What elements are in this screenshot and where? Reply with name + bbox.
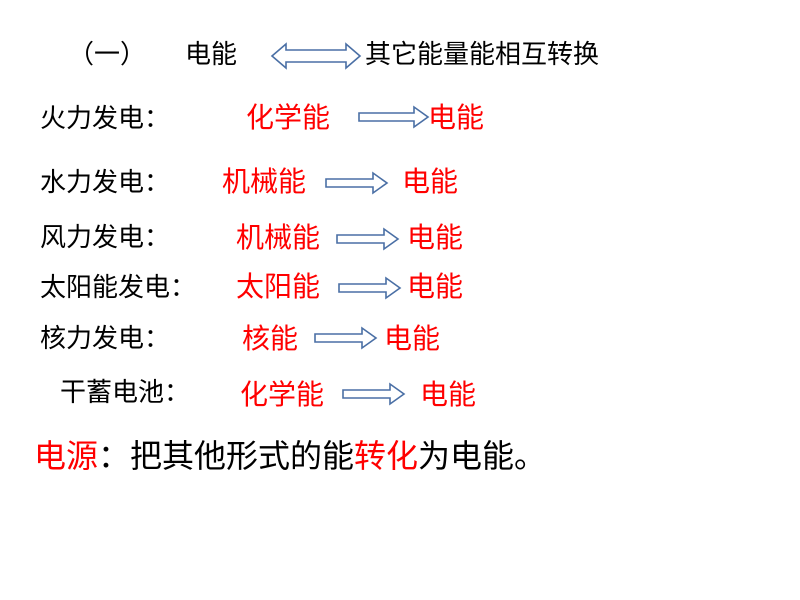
row-target-energy: 电能: [420, 378, 477, 411]
row-source-energy: 机械能: [236, 221, 321, 254]
right-arrow-icon: [336, 227, 400, 251]
title-left-term: 电能: [185, 40, 238, 70]
right-arrow-icon: [338, 276, 402, 300]
definition: 电源：把其他形式的能转化为电能。: [34, 440, 546, 472]
row-target-energy: 电能: [384, 322, 441, 355]
row-source-energy: 化学能: [246, 101, 331, 134]
row-label: 风力发电：: [40, 223, 171, 253]
definition-text-2: 为电能。: [418, 437, 547, 475]
row-label: 火力发电：: [40, 104, 171, 134]
row-source-energy: 机械能: [222, 165, 307, 198]
right-arrow-icon: [325, 171, 389, 195]
row-source-energy: 核能: [242, 322, 299, 355]
row-label: 核力发电：: [40, 324, 171, 354]
row-label: 干蓄电池：: [60, 378, 191, 408]
row-label: 水力发电：: [40, 168, 171, 198]
definition-term: 电源: [34, 437, 99, 475]
row-target-energy: 电能: [402, 165, 459, 198]
right-arrow-icon: [358, 105, 430, 129]
row-target-energy: 电能: [428, 101, 485, 134]
title-right-text: 其它能量能相互转换: [365, 40, 600, 70]
row-target-energy: 电能: [407, 221, 464, 254]
row-source-energy: 化学能: [240, 378, 325, 411]
double-arrow-icon: [270, 42, 362, 70]
right-arrow-icon: [342, 382, 406, 406]
definition-text-1: ：把其他形式的能: [98, 437, 355, 475]
row-label: 太阳能发电：: [40, 273, 197, 303]
right-arrow-icon: [314, 326, 378, 350]
section-number: （一）: [68, 40, 147, 70]
row-target-energy: 电能: [407, 270, 464, 303]
definition-emphasis: 转化: [354, 437, 419, 475]
row-source-energy: 太阳能: [236, 270, 321, 303]
